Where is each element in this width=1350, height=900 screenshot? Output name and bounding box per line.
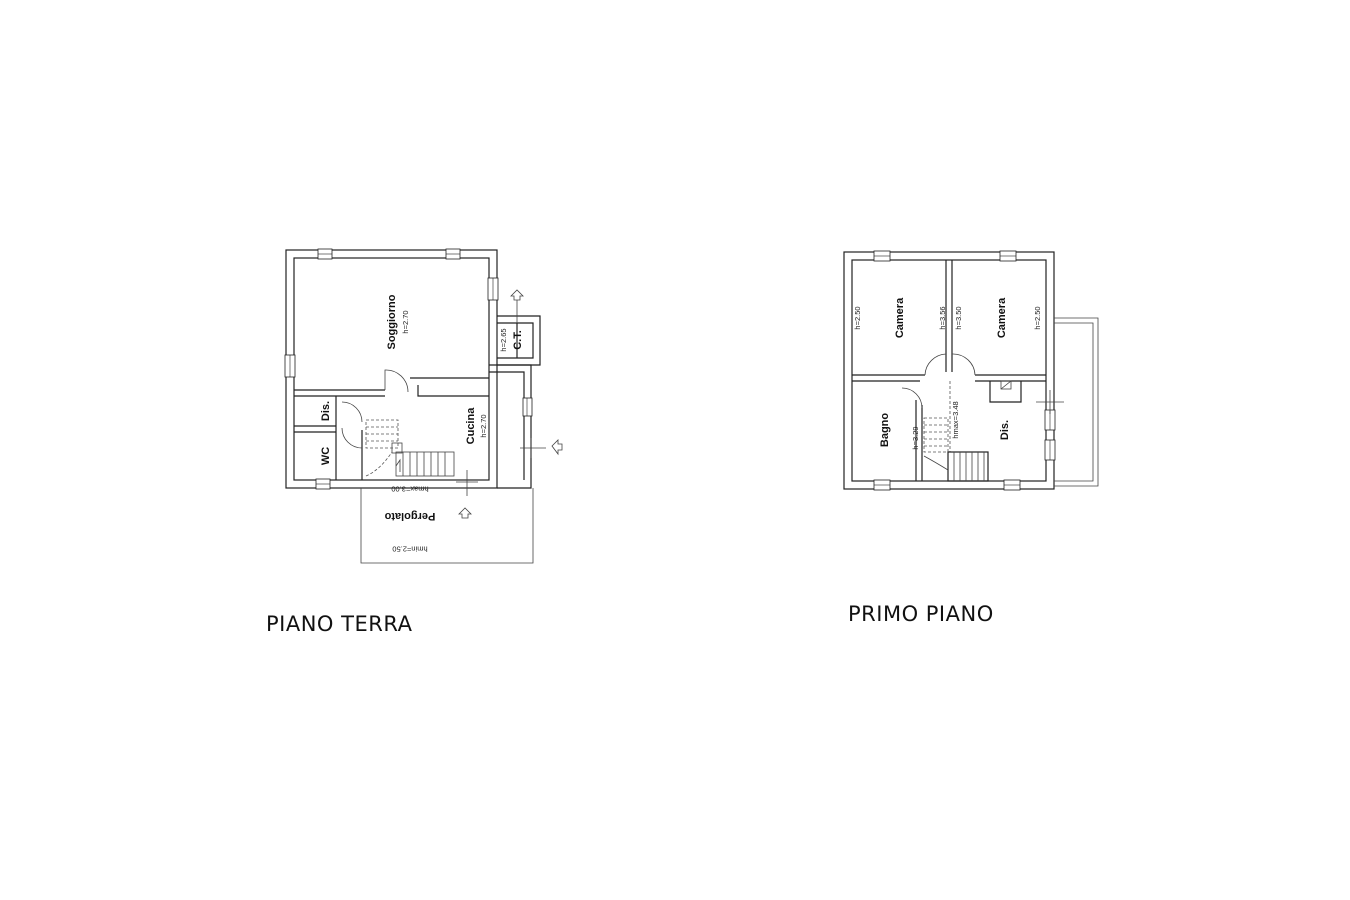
kitchen-top-wall <box>417 385 489 397</box>
first-stairs-solid <box>947 451 989 482</box>
pergolato-outline <box>360 488 534 564</box>
camera1-door-arc <box>924 353 947 376</box>
camera1-label: Camera <box>894 297 906 338</box>
bagno-label: Bagno <box>879 413 891 448</box>
kitchen-ext-outer <box>489 364 532 489</box>
ct-annex-inner <box>497 322 534 359</box>
terrace-outline-outer <box>1054 317 1099 487</box>
ct-label: C.T. <box>512 330 524 350</box>
stair-steps <box>402 452 446 476</box>
camera2-height-right: h=2.50 <box>1033 306 1042 329</box>
stair-hmax: hmax=3.48 <box>951 401 960 438</box>
camera1-height-left: h=2.50 <box>853 306 862 329</box>
soggiorno-height: h=2.70 <box>401 310 410 333</box>
stair-post <box>391 442 403 454</box>
first-stair-steps <box>953 452 985 481</box>
stair-arrow <box>395 458 401 472</box>
ground-floor-title: PIANO TERRA <box>266 612 413 636</box>
stair-curve <box>365 451 393 477</box>
dis-label: Dis. <box>320 401 332 421</box>
wc-label: WC <box>320 447 332 465</box>
camera2-label: Camera <box>996 297 1008 338</box>
wc-door-arc <box>341 427 363 449</box>
camera1-height-right: h=3.56 <box>938 306 947 329</box>
first-stair-curve <box>923 455 949 471</box>
pergolato-hmax: hmax=3.00 <box>391 484 428 493</box>
ground-entries <box>456 289 563 519</box>
kitchen-ext-inner <box>489 371 525 480</box>
ground-floor-plan: Soggiorno h=2.70 C.T. h=2.65 Dis. WC Cuc… <box>284 248 563 564</box>
first-dis-label: Dis. <box>999 420 1011 440</box>
bagno-door-arc <box>901 387 923 409</box>
soggiorno-door-arc <box>384 369 409 393</box>
ground-windows <box>284 248 533 490</box>
camera2-door-arc <box>951 353 976 376</box>
first-stairs-dashed <box>923 417 949 453</box>
first-windows <box>873 250 1056 491</box>
ct-height: h=2.65 <box>499 328 508 351</box>
ground-inner-wall-main <box>293 257 490 481</box>
camera2-height-left: h=3.50 <box>954 306 963 329</box>
soggiorno-label: Soggiorno <box>386 294 398 349</box>
pergolato-label: Pergolato <box>384 510 435 522</box>
chimney-box <box>989 381 1022 403</box>
first-outer-wall <box>843 251 1055 490</box>
terrace-outline-inner <box>1054 322 1094 482</box>
dis-door-arc <box>341 401 363 423</box>
chimney-flue <box>1000 380 1012 390</box>
first-floor-title: PRIMO PIANO <box>848 602 994 626</box>
first-floor-plan: Camera h=2.50 h=3.56 Camera h=3.50 h=2.5… <box>843 250 1099 491</box>
cucina-height: h=2.70 <box>479 414 488 437</box>
cucina-label: Cucina <box>465 407 477 445</box>
stairs-solid <box>395 451 455 477</box>
pergolato-hmin: hmin=2.50 <box>392 544 427 553</box>
bagno-height: h=3.29 <box>911 426 920 449</box>
